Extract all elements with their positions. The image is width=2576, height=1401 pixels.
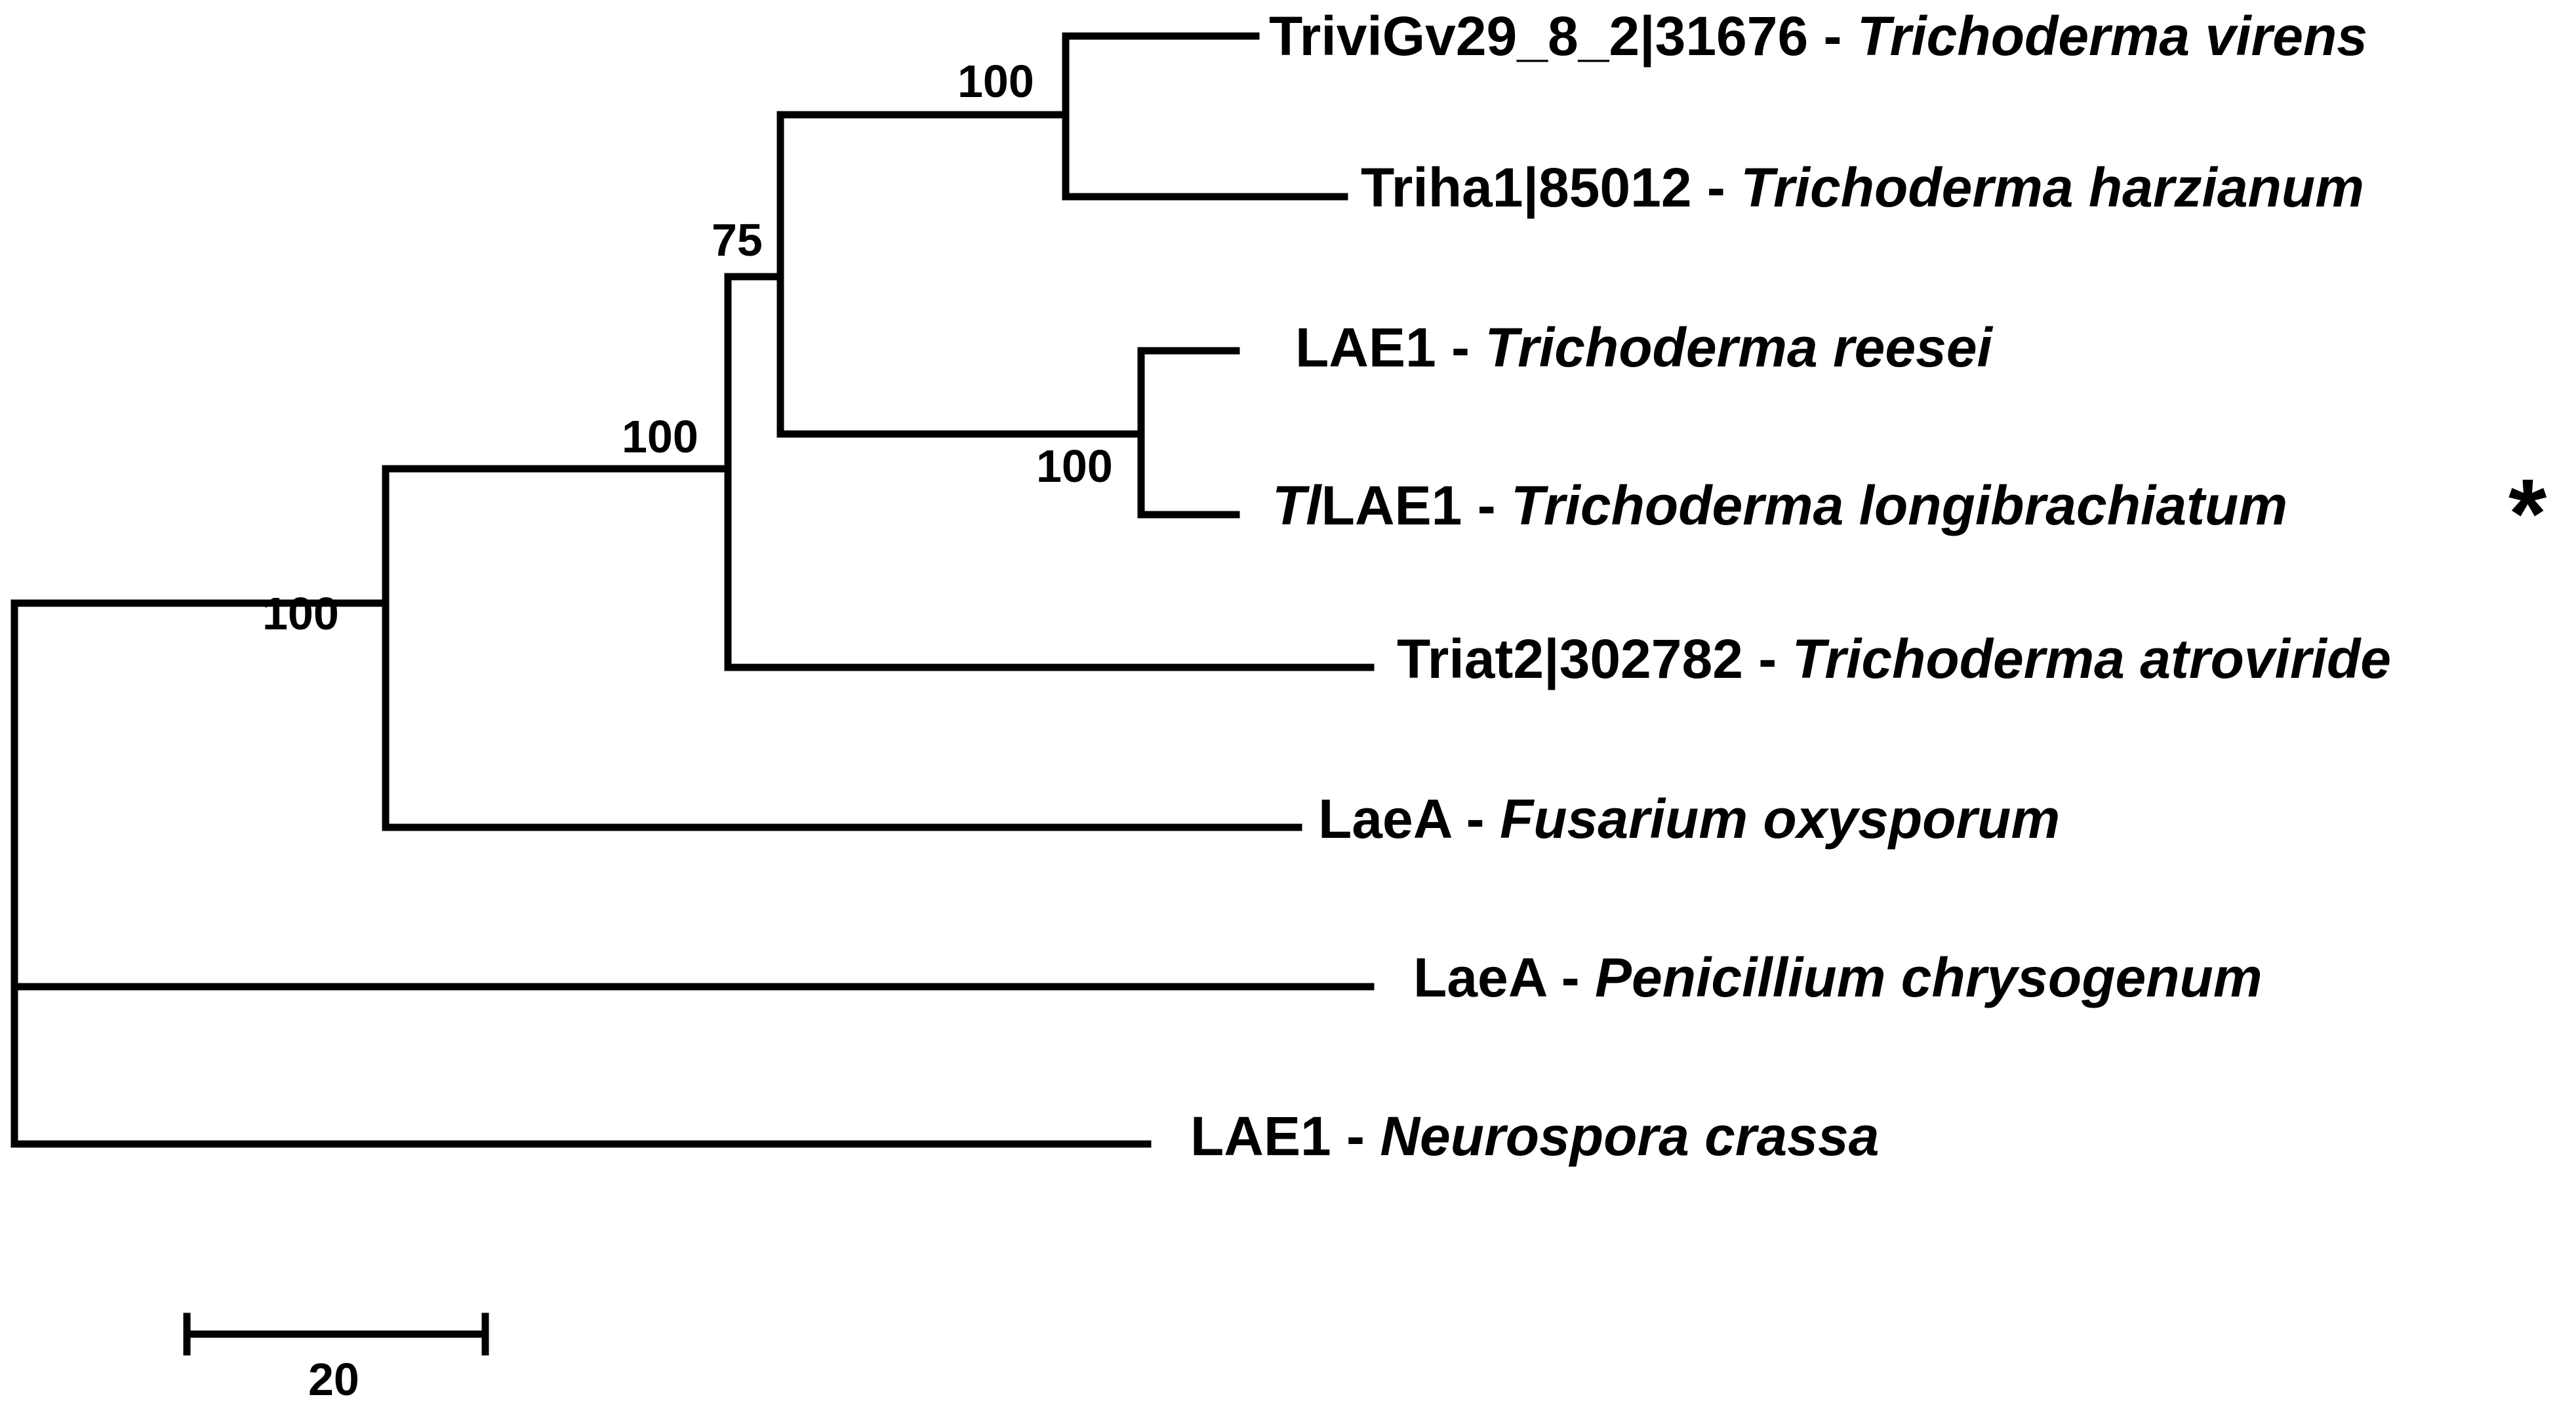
separator: - [1436, 317, 1485, 378]
species-name: Neurospora crassa [1380, 1105, 1879, 1167]
species-name: Fusarium oxysporum [1500, 788, 2060, 850]
taxon-label-neucr: LAE1 - Neurospora crassa [1190, 1105, 1879, 1167]
gene-id: LAE1 [1321, 475, 1462, 536]
separator: - [1451, 788, 1500, 850]
separator: - [1331, 1105, 1380, 1167]
separator: - [1546, 947, 1595, 1008]
scale-bar-label: 20 [308, 1354, 359, 1401]
scale-bar: 20 [183, 1312, 489, 1401]
species-name: Trichoderma longibrachiatum [1511, 475, 2287, 536]
gene-id: LaeA [1318, 788, 1452, 850]
species-name: Penicillium chrysogenum [1595, 947, 2263, 1008]
gene-prefix: Tl [1272, 475, 1322, 536]
gene-id: LAE1 [1295, 317, 1436, 378]
gene-id: Triat2|302782 [1397, 628, 1743, 690]
tree-branches [10, 32, 1375, 1148]
species-name: Trichoderma harzianum [1741, 157, 2364, 218]
taxon-label-trree: LAE1 - Trichoderma reesei [1295, 317, 1994, 378]
species-name: Trichoderma atroviride [1792, 628, 2391, 690]
bootstrap-reesei-longibrachiatum: 100 [1036, 441, 1113, 492]
taxon-label-fusox: LaeA - Fusarium oxysporum [1318, 788, 2060, 850]
separator: - [1692, 157, 1741, 218]
taxon-label-triha: Triha1|85012 - Trichoderma harzianum [1361, 157, 2364, 219]
gene-id: LAE1 [1190, 1105, 1331, 1167]
taxon-labels: TriviGv29_8_2|31676 - Trichoderma virens… [1190, 5, 2547, 1167]
bootstrap-values: 100 75 100 100 100 [262, 56, 1113, 639]
taxon-label-trlon: TlLAE1 - Trichoderma longibrachiatum [1272, 475, 2287, 536]
taxon-label-triat: Triat2|302782 - Trichoderma atroviride [1397, 628, 2391, 690]
bootstrap-virens-harzianum: 100 [957, 56, 1034, 107]
gene-id: LaeA [1413, 947, 1547, 1008]
separator: - [1808, 5, 1857, 67]
highlight-asterisk: * [2508, 458, 2547, 568]
gene-id: Triha1|85012 [1361, 157, 1692, 219]
bootstrap-trichoderma-core: 75 [712, 214, 763, 266]
taxon-label-trivi: TriviGv29_8_2|31676 - Trichoderma virens [1269, 5, 2367, 68]
species-name: Trichoderma virens [1857, 5, 2367, 67]
taxon-label-pench: LaeA - Penicillium chrysogenum [1413, 947, 2263, 1008]
bootstrap-hypocreales: 100 [262, 588, 339, 639]
bootstrap-trichoderma-all: 100 [622, 411, 698, 462]
gene-id: TriviGv29_8_2|31676 [1269, 5, 1808, 68]
separator: - [1462, 475, 1511, 536]
separator: - [1743, 628, 1792, 690]
species-name: Trichoderma reesei [1485, 317, 1993, 378]
